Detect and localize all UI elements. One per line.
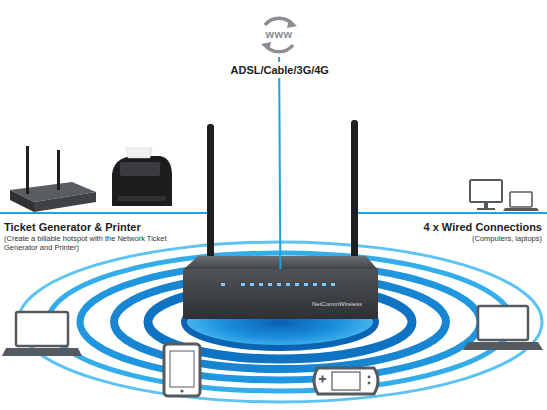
link-line (352, 212, 547, 214)
device-title: 4 x Wired Connections (372, 221, 542, 234)
brand-logo: NetCommWireless (312, 301, 362, 307)
connection-label: ADSL/Cable/3G/4G (228, 62, 332, 78)
wifi-rings (18, 242, 542, 402)
router-lights (183, 269, 378, 319)
ticket-generator (10, 146, 96, 212)
device-note: (Create a billable hotspot with the Netw… (4, 235, 200, 252)
laptop (2, 312, 82, 356)
globe-text: www (257, 28, 301, 40)
receipt-printer (112, 148, 172, 206)
router-box: NetCommWireless (183, 269, 378, 319)
device-note: (Computers, laptops) (372, 235, 542, 244)
link-line (0, 212, 212, 214)
router-top (183, 256, 378, 270)
internet-globe: www (257, 13, 301, 57)
desktop-computer (470, 180, 502, 210)
antenna (205, 120, 360, 272)
tablet (164, 344, 200, 396)
laptop (463, 306, 543, 350)
laptop (503, 192, 539, 211)
device-title: Ticket Generator & Printer (4, 221, 214, 234)
game-console (314, 368, 378, 394)
uplink-line (279, 57, 280, 269)
